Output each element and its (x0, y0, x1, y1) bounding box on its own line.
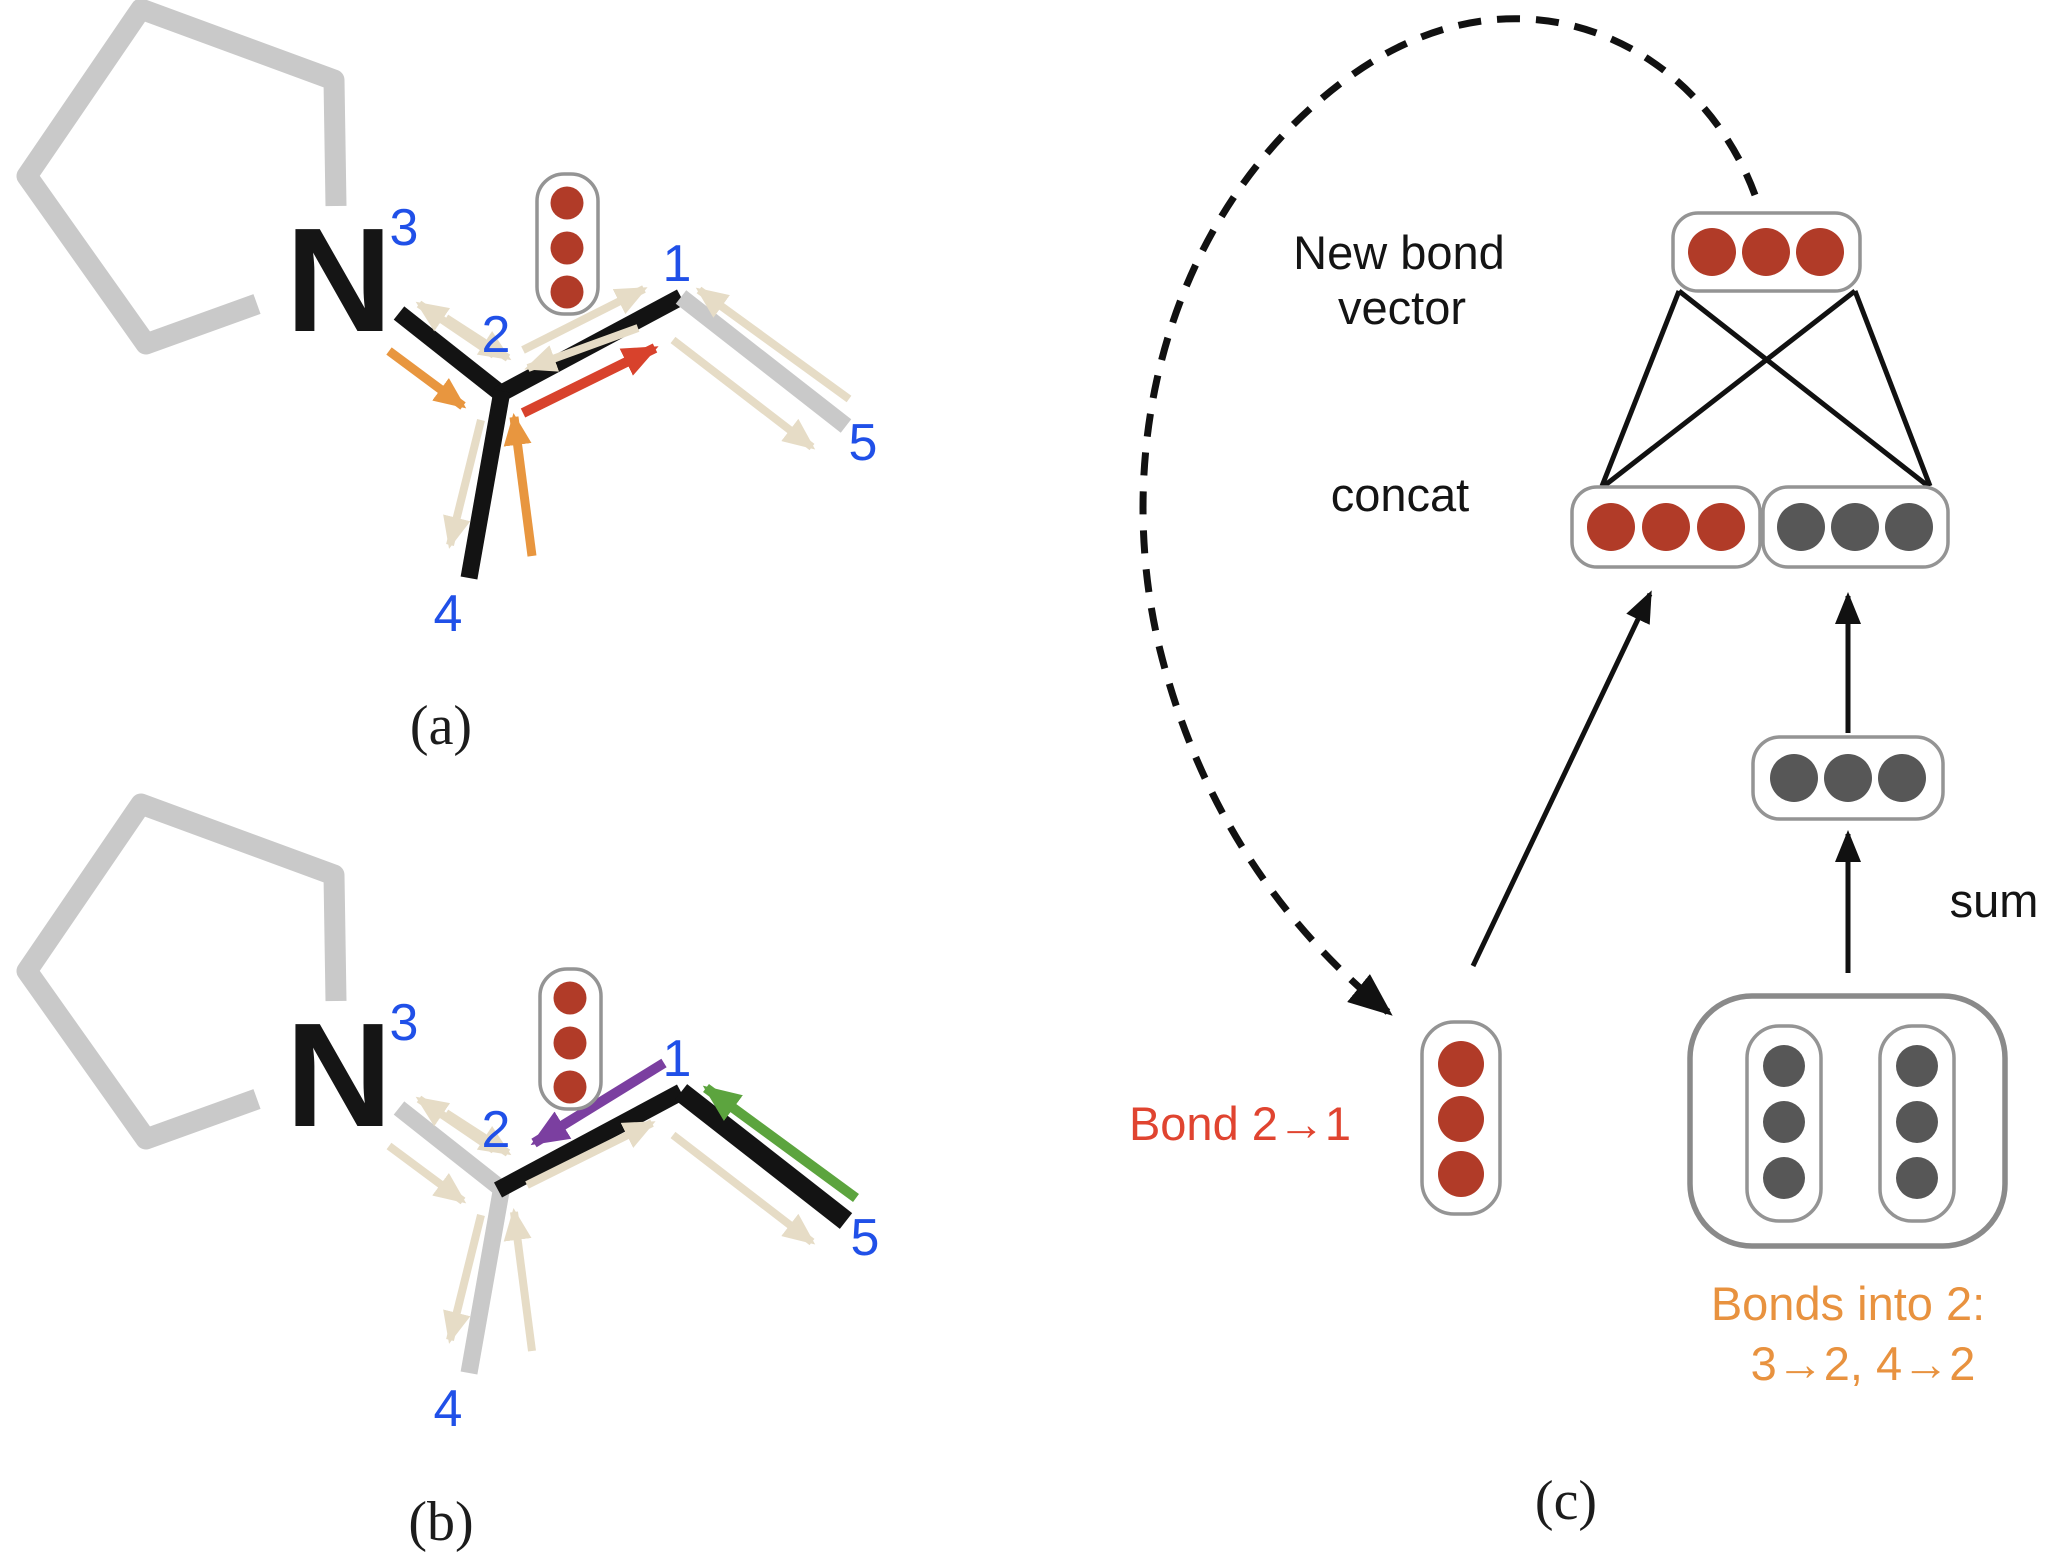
bond-1-to-5 (675, 290, 852, 433)
vector-dot (1763, 1101, 1805, 1143)
arrow-message-1to2 (524, 324, 640, 372)
vector-dot (553, 981, 587, 1015)
vector-dot (550, 186, 584, 220)
arrow-message-5to1 (695, 286, 852, 403)
vector-dot (1587, 503, 1635, 551)
atom-label-2-b: 2 (482, 1101, 511, 1159)
pyrrolidine-ring (16, 0, 347, 355)
vector-dot (550, 231, 584, 265)
arrow-bond-1to2-purple (530, 1058, 667, 1148)
nn-line (1599, 290, 1682, 487)
atom-label-1: 1 (663, 235, 692, 293)
bond-2-to-4 (460, 389, 511, 580)
new-bond-vector-label-line2: vector (1338, 281, 1466, 334)
vector-dot (1770, 754, 1818, 802)
arrow-message-3to2-b (443, 1109, 512, 1157)
bond-vector-box-a (535, 172, 600, 316)
arrow-message-4to2-b (503, 1208, 536, 1352)
caption-c: (c) (1535, 1470, 1597, 1532)
bond-2-to-4-gray (460, 1184, 511, 1375)
nn-line (1852, 290, 1933, 487)
vector-dot (553, 1070, 587, 1104)
nn-line (1602, 289, 1857, 488)
atom-label-3-b: 3 (390, 994, 419, 1052)
caption-b: (b) (408, 1491, 473, 1553)
arrow-bond-3to2-orange (386, 347, 467, 410)
bond-2-to-1-black (493, 1084, 686, 1198)
vector-dot (1796, 228, 1844, 276)
vector-dot (1438, 1151, 1484, 1197)
atom-label-2: 2 (482, 306, 511, 364)
vector-dot (1438, 1096, 1484, 1142)
vector-dot (1777, 503, 1825, 551)
bond-vector-box-b (538, 967, 603, 1111)
panel-b: N 3 2 1 4 5 (b) (16, 793, 880, 1553)
nn-line (1677, 289, 1930, 488)
vector-dot (1642, 503, 1690, 551)
vector-dot (1885, 503, 1933, 551)
concat-red-box (1570, 485, 1762, 569)
atom-label-4-b: 4 (434, 1380, 463, 1438)
concat-gray-box (1761, 485, 1950, 569)
atom-n-symbol: N (286, 198, 393, 363)
vector-dot (1878, 754, 1926, 802)
new-bond-vector-box (1671, 211, 1862, 293)
vector-dot (1831, 503, 1879, 551)
arrow-message-1to5-b (670, 1131, 816, 1246)
arrow-message-3to2-low-b (386, 1142, 467, 1205)
arrow-message-2to1 (521, 285, 648, 354)
vector-dot (1763, 1045, 1805, 1087)
vector-dot (1438, 1041, 1484, 1087)
atom-label-5: 5 (849, 414, 878, 472)
atom-label-5-b: 5 (851, 1209, 880, 1267)
arrow-message-1to5 (670, 336, 816, 451)
sum-label: sum (1950, 874, 2039, 927)
arrow-message-2to4-b (443, 1214, 485, 1344)
bonds-into-2-container (1687, 993, 2008, 1249)
atom-label-4: 4 (434, 585, 463, 643)
vector-dot (1896, 1045, 1938, 1087)
pyrrolidine-ring-b (16, 793, 347, 1150)
arrow-bond-5to1-green (702, 1083, 859, 1203)
bonds-into-2-label-line1: Bonds into 2: (1711, 1277, 1985, 1330)
vector-dot (1742, 228, 1790, 276)
vector-dot (1896, 1157, 1938, 1199)
arrow-bond-4to2-orange (503, 413, 537, 557)
vector-dot (1697, 503, 1745, 551)
vector-dot (1824, 754, 1872, 802)
vector-dot (550, 275, 584, 309)
arrow-message-3to2 (443, 314, 512, 362)
new-bond-vector-label-line1: New bond (1293, 226, 1505, 279)
atom-label-1-b: 1 (663, 1030, 692, 1088)
vector-dot (1763, 1157, 1805, 1199)
vector-dot (553, 1026, 587, 1060)
arrow-bond-2to1-red (520, 343, 659, 418)
vector-dot (1688, 228, 1736, 276)
arrow-bondvec-to-concat (1470, 590, 1653, 968)
panel-c: New bond vector concat sum Bond 2→1 Bond… (1129, 15, 2039, 1532)
bond-2to1-label: Bond 2→1 (1129, 1097, 1351, 1150)
panel-a: N 3 2 1 4 5 (a) (16, 0, 878, 757)
concat-label: concat (1331, 468, 1469, 521)
atom-label-3: 3 (390, 199, 419, 257)
atom-n-symbol-b: N (286, 993, 393, 1158)
arrow-message-2to1-b (525, 1119, 656, 1189)
vector-dot (1896, 1101, 1938, 1143)
arrow-message-2to4 (443, 419, 485, 549)
bonds-into-2-label-line2: 3→2, 4→2 (1751, 1337, 1976, 1390)
bond-2to1-vector-box (1420, 1020, 1502, 1216)
dashed-feedback-arrow (1139, 15, 1759, 1016)
caption-a: (a) (410, 695, 472, 757)
sum-result-box (1751, 735, 1945, 821)
